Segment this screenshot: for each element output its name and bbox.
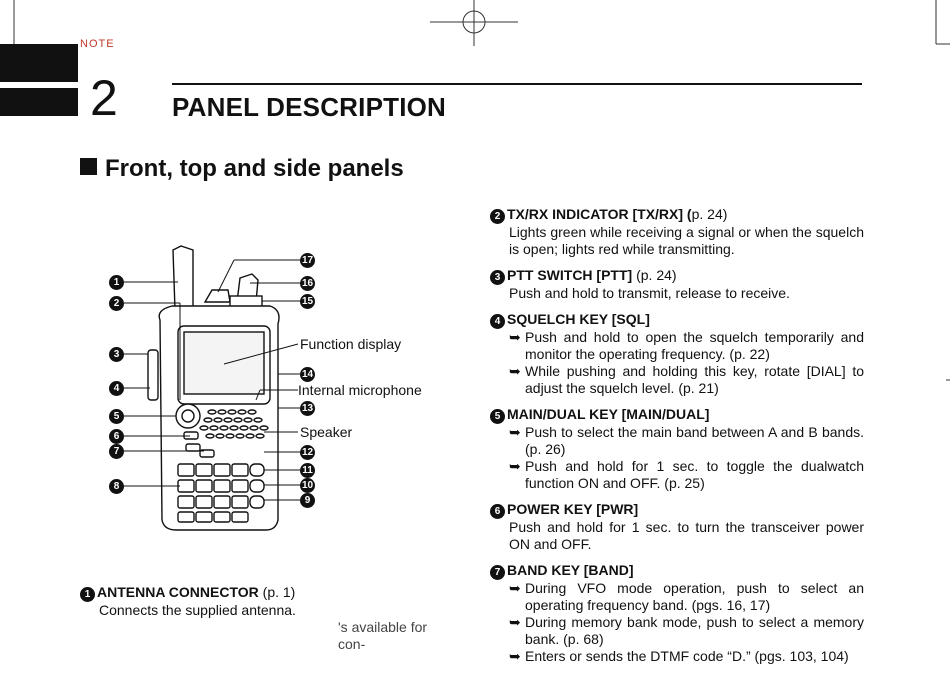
bullet-item: ➥Push and hold for 1 sec. to toggle the …: [509, 458, 864, 491]
entry-ref: p. 24): [691, 206, 728, 222]
bullet-item: ➥Push to select the main band between A …: [509, 424, 864, 457]
chapter-tab-bottom: [0, 88, 78, 116]
arrow-bullet-icon: ➥: [509, 329, 521, 345]
label-speaker: Speaker: [300, 424, 353, 440]
callout-10: 10: [300, 478, 315, 493]
arrow-bullet-icon: ➥: [509, 458, 521, 474]
chapter-title: PANEL DESCRIPTION: [172, 92, 447, 122]
chapter-number: 2: [90, 70, 118, 126]
section-title-text: Front, top and side panels: [105, 155, 404, 182]
callout-1: 1: [109, 275, 124, 290]
callout-16: 16: [300, 276, 315, 291]
entry-text: Lights green while receiving a signal or…: [509, 224, 864, 257]
callout-6: 6: [109, 429, 124, 444]
callout-15: 15: [300, 294, 315, 309]
entry-ref: (p. 1): [258, 584, 296, 600]
bullet-item: ➥Enters or sends the DTMF code “D.” (pgs…: [509, 648, 849, 664]
entry-text: Push and hold for 1 sec. to turn the tra…: [509, 519, 864, 552]
number-badge: 3: [490, 270, 505, 285]
arrow-bullet-icon: ➥: [509, 614, 521, 630]
entry-title: ANTENNA CONNECTOR: [97, 584, 259, 600]
callout-8: 8: [109, 479, 124, 494]
chapter-rule: [172, 83, 862, 85]
entry-text: Connects the supplied antenna.: [99, 602, 296, 618]
entry-title: PTT SWITCH [PTT]: [507, 267, 633, 283]
callout-4: 4: [109, 381, 124, 396]
number-badge: 4: [490, 314, 505, 329]
radio-diagram: [124, 245, 300, 531]
number-badge: 6: [490, 504, 505, 519]
callout-12: 12: [300, 445, 315, 460]
callout-2: 2: [109, 296, 124, 311]
entry-title: TX/RX INDICATOR [TX/RX] (: [507, 206, 692, 222]
callout-5: 5: [109, 409, 124, 424]
callout-11: 11: [300, 463, 315, 478]
entry-title: SQUELCH KEY [SQL]: [507, 311, 650, 327]
section-title: Front, top and side panels: [80, 155, 404, 183]
chapter-tab-top: [0, 44, 78, 82]
registration-marks: [13, 0, 950, 381]
entry-title: POWER KEY [PWR]: [507, 501, 639, 517]
arrow-bullet-icon: ➥: [509, 648, 521, 664]
number-badge: 5: [490, 409, 505, 424]
entry-ref: (p. 24): [632, 267, 677, 283]
arrow-bullet-icon: ➥: [509, 424, 521, 440]
callout-9: 9: [300, 493, 315, 508]
entry-title: BAND KEY [BAND]: [507, 562, 634, 578]
callout-13: 13: [300, 401, 315, 416]
number-badge: 2: [490, 209, 505, 224]
callout-3: 3: [109, 347, 124, 362]
callout-14: 14: [300, 367, 315, 382]
number-badge: 1: [80, 587, 95, 602]
number-badge: 7: [490, 565, 505, 580]
bullet-item: ➥During VFO mode operation, push to sele…: [509, 580, 864, 613]
header-stub-text: NOTE: [80, 38, 115, 50]
entry-cut-text: 's available for con-: [338, 619, 428, 652]
arrow-bullet-icon: ➥: [509, 580, 521, 596]
entry-text: Push and hold to transmit, release to re…: [509, 285, 790, 301]
callout-7: 7: [109, 444, 124, 459]
bullet-item: ➥While pushing and holding this key, rot…: [509, 363, 864, 396]
square-bullet-icon: [80, 158, 97, 175]
callout-17: 17: [300, 253, 315, 268]
arrow-bullet-icon: ➥: [509, 363, 521, 379]
label-internal-microphone: Internal microphone: [298, 382, 422, 398]
entry-title: MAIN/DUAL KEY [MAIN/DUAL]: [507, 406, 710, 422]
bullet-item: ➥Push and hold to open the squelch tempo…: [509, 329, 864, 362]
label-function-display: Function display: [300, 336, 402, 352]
